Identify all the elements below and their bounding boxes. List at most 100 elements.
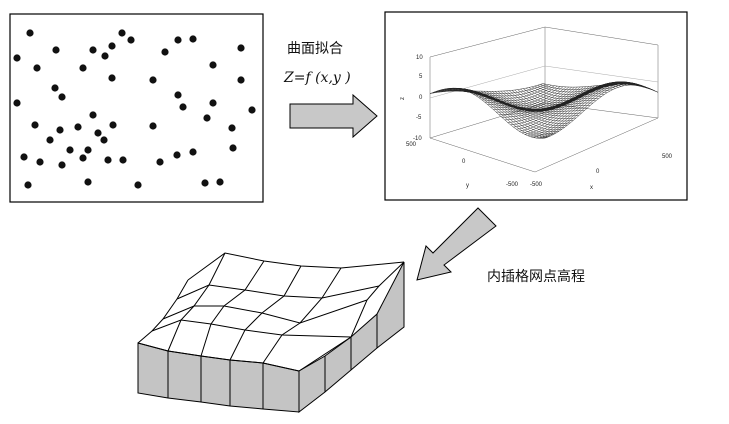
sample-point xyxy=(79,154,87,162)
mesh-line xyxy=(429,87,546,139)
sample-point xyxy=(237,76,245,84)
sample-point xyxy=(100,136,108,144)
mesh-line xyxy=(432,87,548,138)
sample-point xyxy=(84,146,92,154)
sample-point xyxy=(66,146,74,154)
sample-point xyxy=(20,153,28,161)
sample-point xyxy=(209,61,217,69)
sample-point xyxy=(174,91,182,99)
sample-point xyxy=(248,106,256,114)
mesh-line xyxy=(531,82,647,97)
surface-mesh xyxy=(429,81,659,139)
grid-col-line xyxy=(167,252,226,352)
sample-point xyxy=(134,181,142,189)
sample-point xyxy=(36,158,44,166)
sample-point xyxy=(104,156,112,164)
mesh-line xyxy=(483,91,599,111)
grid-col-line xyxy=(298,261,405,372)
sample-point xyxy=(173,151,181,159)
mesh-line xyxy=(477,90,594,110)
mesh-line xyxy=(525,81,642,102)
sample-point xyxy=(119,156,127,164)
z-tick: 5 xyxy=(419,74,423,80)
mesh-line xyxy=(542,83,659,93)
right-arrow-icon xyxy=(289,93,378,139)
x-tick: -500 xyxy=(530,182,543,188)
sample-point xyxy=(189,35,197,43)
sample-point xyxy=(149,76,157,84)
mesh-line xyxy=(446,89,563,131)
grid-row-line xyxy=(187,252,405,281)
sample-point xyxy=(56,126,64,134)
y-tick: 0 xyxy=(462,159,466,165)
z-tick: -10 xyxy=(413,136,422,142)
sample-point xyxy=(209,99,217,107)
scatter-points xyxy=(13,29,256,189)
sample-point xyxy=(52,46,60,54)
sample-point xyxy=(127,36,135,44)
sample-point xyxy=(13,54,21,62)
sample-point xyxy=(216,178,224,186)
sample-point xyxy=(203,114,211,122)
sample-point xyxy=(89,46,97,54)
function-equation-label: Z=f (x,y ) xyxy=(284,70,351,86)
grid-row-line xyxy=(176,284,380,300)
sample-point xyxy=(108,74,116,82)
x-axis-label: x xyxy=(590,185,593,191)
grid-row-line xyxy=(137,342,300,372)
sample-point xyxy=(89,111,97,119)
grid-col-line xyxy=(262,267,342,364)
grid-col-line xyxy=(137,279,189,344)
sample-point xyxy=(58,93,66,101)
scatter-points-panel xyxy=(9,13,264,203)
mesh-line xyxy=(528,82,644,100)
sample-point xyxy=(84,178,92,186)
x-tick: 500 xyxy=(662,154,673,160)
sample-point xyxy=(108,42,116,50)
x-tick: 0 xyxy=(596,169,600,175)
sample-point xyxy=(26,29,34,37)
grid-col-line xyxy=(229,265,302,361)
sample-point xyxy=(118,29,126,37)
down-left-arrow-icon xyxy=(416,207,497,281)
sample-point xyxy=(13,99,21,107)
z-tick: 10 xyxy=(416,55,423,61)
mesh-line xyxy=(520,81,636,105)
sample-point xyxy=(156,158,164,166)
sample-point xyxy=(229,144,237,152)
sample-point xyxy=(109,121,117,129)
sample-point xyxy=(33,64,41,72)
sample-point xyxy=(31,121,39,129)
mesh-line xyxy=(441,88,557,134)
mesh-line xyxy=(537,83,653,93)
surface-plot-ticks: 10 5 0 -5 -10 z 500 0 -500 y -500 0 500 … xyxy=(400,55,673,191)
grid-row-line xyxy=(151,319,352,338)
sample-point xyxy=(161,48,169,56)
surface-fit-label: 曲面拟合 xyxy=(287,41,343,57)
sample-point xyxy=(94,129,102,137)
mesh-line xyxy=(540,83,656,92)
mesh-line xyxy=(534,83,650,95)
grid-row-line xyxy=(162,299,368,324)
sample-point xyxy=(149,122,157,130)
dem-grid-block xyxy=(137,252,405,414)
surface-plot-axes-box xyxy=(429,26,659,173)
y-axis-label: y xyxy=(466,183,469,189)
mesh-line xyxy=(449,90,565,129)
mesh-line xyxy=(444,89,560,132)
mesh-line xyxy=(435,88,551,137)
sample-point xyxy=(179,103,187,111)
y-tick: -500 xyxy=(506,182,519,188)
mesh-line xyxy=(438,88,554,136)
z-tick: -5 xyxy=(416,115,422,121)
sample-point xyxy=(51,84,59,92)
sample-point xyxy=(79,64,87,72)
sample-point xyxy=(24,181,32,189)
sample-point xyxy=(46,136,54,144)
grid-col-line xyxy=(200,260,265,357)
sample-point xyxy=(201,179,209,187)
sample-point xyxy=(74,123,82,131)
z-tick: 0 xyxy=(419,95,423,101)
sample-point xyxy=(228,124,236,132)
